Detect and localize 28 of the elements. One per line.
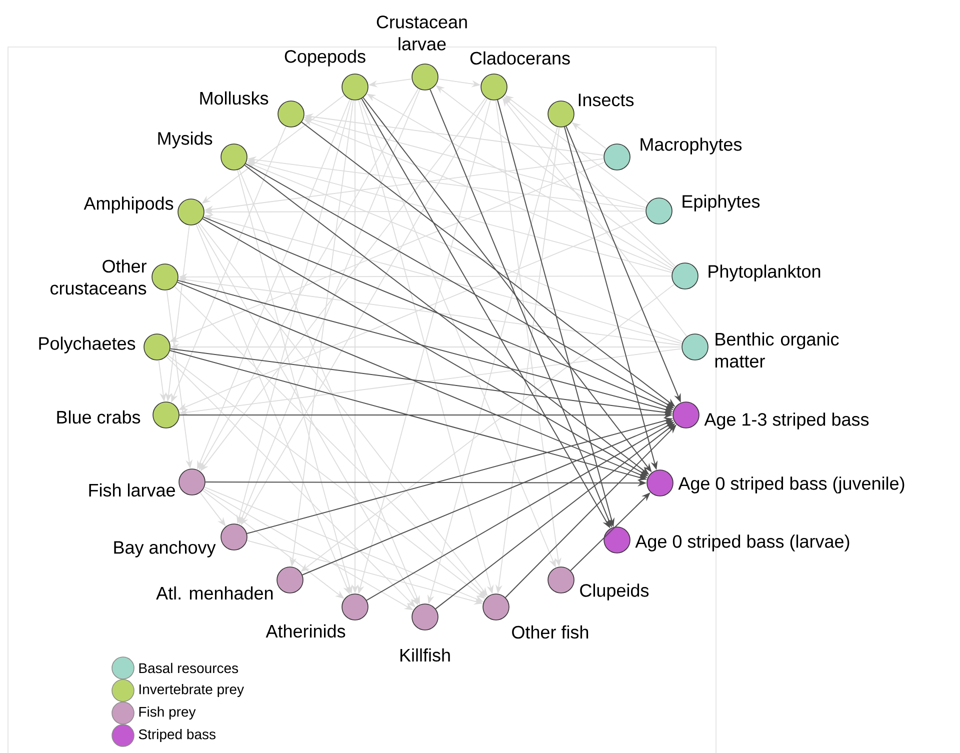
node-label: Fish larvae [89,483,175,497]
node-label: Age 1-3 striped bass [704,412,869,430]
legend-label: Fish prey [139,706,196,720]
node-label: Killfish [400,648,450,662]
node-label: Macrophytes [640,138,742,154]
node-label: Benthic organic matter [715,332,839,368]
node-label: Polychaetes [39,336,136,354]
node-label: Mollusks [200,91,268,105]
node-label: Age 0 striped bass (larvae) [635,534,850,552]
node-label: Phytoplankton [708,264,820,282]
node-label: Atherinids [266,624,346,638]
legend-label: Basal resources [139,662,238,674]
legend-label: Striped bass [138,728,216,742]
node-label: Crustacean larvae [376,16,467,50]
node-label: Other fish [512,625,588,639]
legend-label: Invertebrate prey [140,684,244,698]
node-label: Atl. menhaden [156,586,273,600]
node-label: Bay anchovy [114,540,216,558]
node-label: Clupeids [580,584,649,600]
node-label: Age 0 striped bass (juvenile) [678,476,904,494]
node-label: Blue crabs [57,410,140,424]
node-label: Insects [578,94,634,106]
node-label: Mysids [158,132,212,148]
node-label: Amphipods [84,196,174,214]
node-label: Copepods [284,50,366,66]
node-label: Epiphytes [682,194,760,212]
node-label: Other crustaceans [50,259,146,295]
node-label: Cladocerans [470,51,570,65]
